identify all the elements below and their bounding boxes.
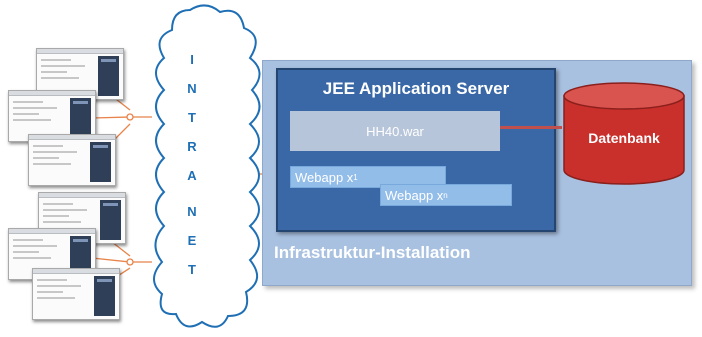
intranet-letter-a: A xyxy=(187,168,197,183)
client-browser-1 xyxy=(36,48,124,100)
intranet-letter-e: E xyxy=(187,233,197,248)
client-browser-2 xyxy=(8,90,96,142)
webapp-xn-subscript: n xyxy=(443,190,448,200)
webapp-x1-label: Webapp x xyxy=(295,169,354,185)
junction-lower xyxy=(126,258,134,266)
database-label: Datenbank xyxy=(588,130,660,146)
client-link-5 xyxy=(91,257,131,263)
client-link-2 xyxy=(91,116,131,119)
intranet-letter-n2: N xyxy=(187,204,197,219)
intranet-letter-i: I xyxy=(190,52,194,67)
intranet-cloud xyxy=(153,4,261,328)
webapp-x1-subscript: 1 xyxy=(353,172,358,182)
intranet-letter-t2: T xyxy=(188,262,196,277)
junction-upper xyxy=(126,113,134,121)
intranet-letter-n: N xyxy=(187,81,197,96)
intranet-letter-r: R xyxy=(187,139,197,154)
intranet-letter-t: T xyxy=(188,110,196,125)
database-cylinder xyxy=(563,82,685,185)
war-deployment-box: HH40.war xyxy=(290,111,500,151)
infrastructure-label: Infrastruktur-Installation xyxy=(274,243,471,262)
client-browser-6 xyxy=(32,268,120,320)
jee-application-server-title: JEE Application Server xyxy=(322,79,510,98)
client-browser-3 xyxy=(28,134,116,186)
webapp-xn-label: Webapp x xyxy=(385,187,444,203)
war-label: HH40.war xyxy=(366,123,424,139)
server-to-database-link xyxy=(500,126,562,129)
